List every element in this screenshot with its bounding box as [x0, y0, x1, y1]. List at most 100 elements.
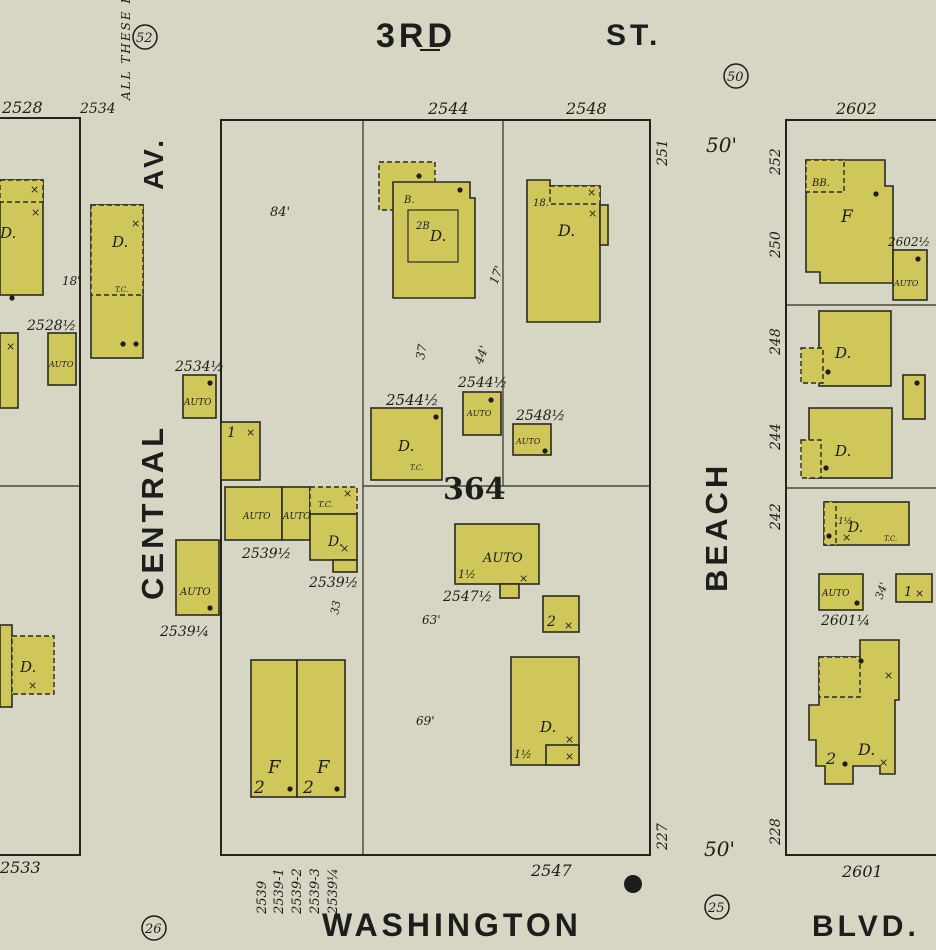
building-two-x [542, 595, 580, 633]
width-26: 26 [144, 922, 162, 937]
side-242: 242 [768, 503, 784, 531]
building-d-small [309, 513, 358, 561]
side-228: 228 [768, 818, 784, 846]
building-244-porch [800, 439, 822, 479]
x-marker: × [587, 186, 596, 199]
dot-marker [334, 786, 340, 792]
street-beach: BEACH [699, 462, 734, 592]
side-251: 251 [655, 139, 671, 167]
label-auto: AUTO [515, 437, 541, 446]
building-248-shed [902, 374, 926, 420]
dim-34: 34' [873, 581, 891, 601]
dim-18: 18' [62, 274, 81, 288]
dot-marker [133, 341, 139, 347]
addr-2548: 2548 [565, 99, 607, 118]
label-one-half: 1½ [514, 748, 532, 761]
x-marker: × [842, 531, 851, 544]
x-marker: × [28, 679, 37, 692]
x-marker: × [519, 572, 528, 585]
building-1x [895, 573, 933, 603]
label-one: 1 [227, 425, 236, 441]
x-marker: × [588, 207, 597, 220]
building-2547-rear [545, 744, 580, 766]
building-2601-porch [818, 656, 861, 698]
dot-marker [207, 380, 213, 386]
dot-marker [854, 600, 860, 606]
dim-63: 63' [422, 613, 441, 627]
label-auto: AUTO [466, 409, 492, 418]
width-52: 52 [136, 31, 153, 46]
label-d: D. [327, 534, 343, 550]
building-f-1 [250, 659, 298, 798]
street-3rd: 3RD [376, 17, 456, 55]
dot-marker [9, 295, 15, 301]
addr-2539h2: 2539½ [308, 575, 358, 591]
label-one-half: 1½ [458, 568, 476, 581]
x-marker: × [246, 426, 255, 439]
bottom-label-0: 2539 [255, 881, 270, 915]
side-244: 244 [768, 423, 784, 451]
width-50: 50 [727, 70, 744, 85]
label-auto: AUTO [48, 360, 74, 369]
label-eighteen-b: B. [403, 195, 415, 206]
addr-2544: 2544 [427, 99, 469, 118]
addr-2601: 2601 [841, 862, 883, 881]
building-2548-porch [549, 185, 601, 205]
building-2602-bb [805, 159, 845, 193]
block-number: 364 [443, 472, 506, 507]
label-f: F [316, 757, 331, 778]
side-numbers: 251 227 252 250 248 244 242 228 [655, 139, 784, 851]
dot-marker [488, 397, 494, 403]
side-248: 248 [768, 328, 784, 356]
x-marker: × [6, 340, 15, 353]
label-tc: T.C. [410, 464, 423, 472]
dot-marker [542, 448, 548, 454]
addr-2528: 2528 [1, 98, 43, 117]
x-marker: × [565, 733, 574, 746]
building-2544h-auto [462, 391, 502, 436]
buildings [0, 159, 933, 798]
dim-37: 37 [413, 343, 430, 361]
label-one: 1 [904, 585, 912, 600]
addr-2534h: 2534½ [174, 359, 224, 375]
addr-2547: 2547 [530, 861, 573, 880]
bottom-label-2: 2539-2 [290, 868, 305, 915]
dot-marker [842, 761, 848, 767]
label-d: D. [834, 442, 851, 460]
width-25: 25 [707, 901, 725, 916]
building-248-porch [800, 347, 824, 384]
building-left-1-porch [0, 179, 44, 203]
x-marker: × [565, 750, 574, 763]
x-marker: × [915, 587, 924, 600]
dot-marker [914, 380, 920, 386]
x-marker: × [879, 756, 888, 769]
building-2544 [392, 181, 476, 299]
address-numbers: 2528 2534 2544 2548 2602 2533 2547 2601 … [0, 98, 930, 881]
label-d: D. [0, 224, 16, 242]
building-2544-inner [407, 209, 459, 263]
circle-52 [132, 24, 158, 50]
building-2602h-auto [892, 249, 928, 301]
dot-marker [823, 465, 829, 471]
block-lines [0, 117, 936, 856]
label-d: D. [19, 658, 36, 676]
building-label-group: D. D. T.C. AUTO AUTO AUTO D. 1 AUTO AUTO… [0, 178, 919, 798]
label-auto: AUTO [242, 512, 271, 522]
dot-marker [858, 658, 864, 664]
street-blvd: BLVD. [812, 910, 920, 943]
bottom-label-3: 2539-3 [308, 868, 323, 915]
label-two: 2 [825, 749, 836, 768]
x-marker: × [31, 206, 40, 219]
label-d: D. [397, 437, 414, 455]
label-18b: 18. [533, 198, 549, 209]
street-washington: WASHINGTON [322, 907, 582, 943]
street-labels: 3RD ST. CENTRAL AV. BEACH WASHINGTON BLV… [119, 0, 920, 943]
label-auto: AUTO [282, 512, 311, 522]
street-st: ST. [606, 19, 661, 52]
label-auto: AUTO [821, 589, 850, 599]
x-marker: × [343, 487, 352, 500]
label-d: D. [834, 344, 851, 362]
block-364-outline [220, 119, 651, 856]
